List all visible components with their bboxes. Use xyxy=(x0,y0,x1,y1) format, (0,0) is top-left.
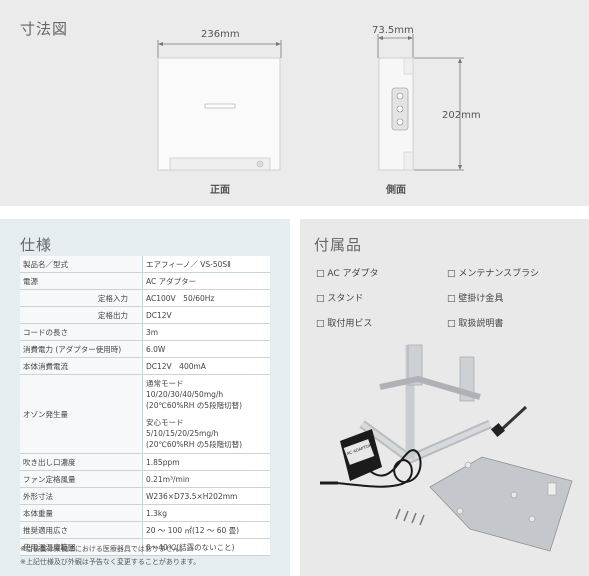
brush-illustration xyxy=(490,405,528,438)
accessory-brush: □ メンテナンスブラシ xyxy=(447,269,540,279)
table-row: 製品名／型式エアフィーノ／ VS-50SⅡ xyxy=(20,256,270,273)
accessory-manual: □ 取扱説明書 xyxy=(447,319,504,329)
accessories-title: 付属品 xyxy=(314,236,363,254)
width-dimension-label: 236mm xyxy=(201,29,240,40)
dimensions-panel xyxy=(0,0,589,206)
ac-adapter-illustration: AC ADAPTOR xyxy=(320,429,422,488)
depth-dimension-label: 73.5mm xyxy=(372,25,414,36)
stand-illustration xyxy=(359,344,492,464)
screws-illustration xyxy=(395,508,425,526)
front-view-caption: 正面 xyxy=(210,185,230,196)
note-change: ※上記仕様及び外観は予告なく変更することがあります。 xyxy=(20,558,201,566)
side-view-illustration xyxy=(378,57,414,171)
dimension-drawing xyxy=(157,34,464,171)
accessory-wall-bracket: □ 壁掛け金具 xyxy=(447,294,504,304)
accessory-screws: □ 取付用ビス xyxy=(316,319,373,329)
accessory-ac-adapter: □ AC アダプタ xyxy=(316,269,379,279)
wall-bracket-illustration xyxy=(429,456,573,552)
table-row: 消費電力 (アダプター使用時)6.0W xyxy=(20,340,270,358)
side-view-caption: 側面 xyxy=(386,185,406,196)
accessories-illustration: AC ADAPTOR xyxy=(320,344,573,552)
dimensions-title: 寸法図 xyxy=(20,20,69,38)
accessory-stand: □ スタンド xyxy=(316,294,364,304)
note-medical: ※当装置は薬機法における医療器具ではありません。 xyxy=(20,545,187,553)
height-dimension-label: 202mm xyxy=(442,110,481,121)
specifications-title: 仕様 xyxy=(20,236,53,254)
table-row-ozone: オゾン発生量 通常モード 10/20/30/40/50mg/h (20℃60%R… xyxy=(20,374,270,454)
front-view-illustration xyxy=(157,57,281,171)
